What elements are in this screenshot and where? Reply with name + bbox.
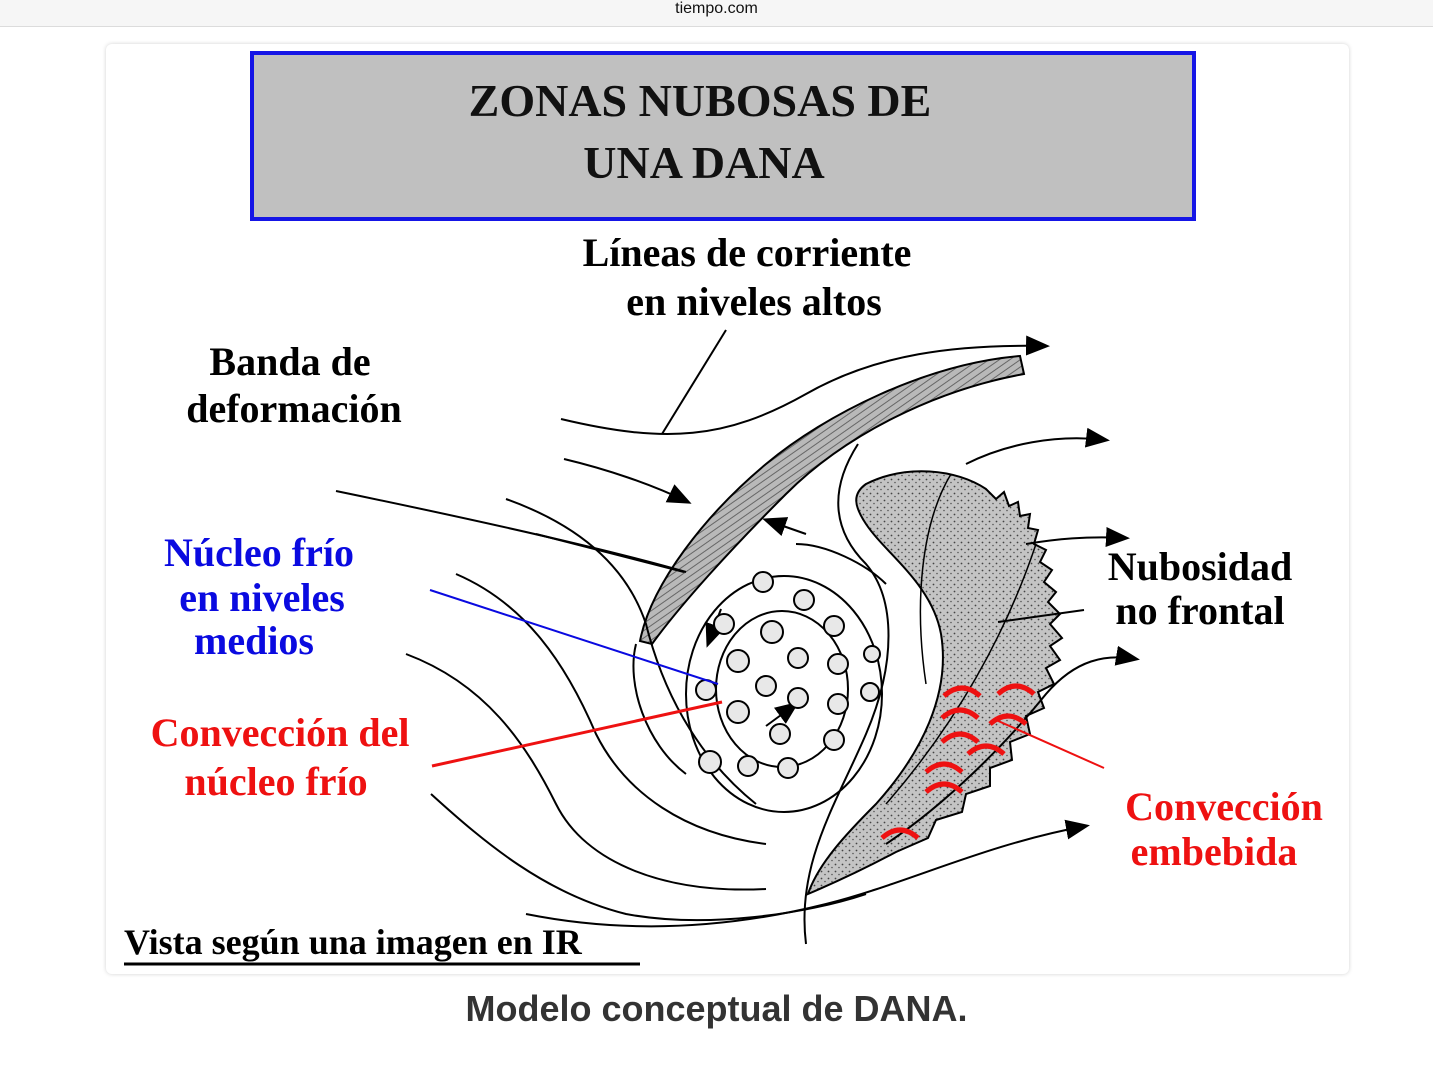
embedded-convection-arcs [880, 683, 1036, 840]
label-nubosidad-2: no frontal [1115, 588, 1284, 633]
convective-cells [695, 571, 881, 779]
label-banda-2: deformación [186, 386, 402, 431]
cloud-shield [806, 470, 1064, 896]
shield-inner-line [919, 473, 952, 685]
deformation-band [638, 354, 1026, 646]
label-nucleo-2: en niveles [179, 575, 345, 620]
image-card: ZONAS NUBOSAS DE UNA DANA Líneas de corr… [106, 44, 1349, 974]
pointer-nucleo [429, 589, 719, 685]
streamline [455, 573, 767, 845]
dana-diagram: ZONAS NUBOSAS DE UNA DANA Líneas de corr… [124, 51, 1323, 966]
figure-caption: Modelo conceptual de DANA. [465, 988, 968, 1029]
streamline [965, 427, 1110, 465]
streamline [430, 793, 867, 922]
label-lineas-2: en niveles altos [626, 279, 882, 324]
pointer-lineas [661, 329, 727, 435]
streamline [405, 653, 767, 891]
label-nucleo-3: medios [194, 618, 314, 663]
label-lineas-1: Líneas de corriente [583, 230, 912, 275]
streamline [560, 335, 1050, 435]
page-domain: tiempo.com [675, 0, 758, 17]
pointer-conv-nucleo [431, 700, 723, 768]
streamline [525, 819, 1090, 928]
core-arrow [795, 543, 887, 585]
label-vista: Vista según una imagen en IR [124, 922, 583, 962]
cold-core-ring [685, 575, 883, 813]
title-box [250, 51, 1196, 221]
label-conv-embebida-2: embebida [1131, 829, 1298, 874]
streamline [885, 645, 1140, 845]
core-arrow [765, 701, 800, 727]
pointer-nubosidad [997, 609, 1085, 623]
label-banda-1: Banda de [209, 339, 370, 384]
title-line-2: UNA DANA [583, 137, 825, 188]
label-conv-embebida-1: Convección [1125, 784, 1323, 829]
label-conv-nucleo-2: núcleo frío [184, 759, 367, 804]
label-nubosidad-1: Nubosidad [1108, 544, 1293, 589]
streamline [1025, 527, 1130, 547]
streamline [632, 643, 687, 775]
title-line-1: ZONAS NUBOSAS DE [469, 75, 932, 126]
label-conv-nucleo-1: Convección del [151, 710, 410, 755]
core-arrow [762, 517, 807, 537]
browser-address-bar: tiempo.com [0, 0, 1433, 27]
streamline [563, 458, 692, 504]
streamline [803, 443, 890, 945]
shield-inner-line [885, 543, 1037, 805]
pointer-conv-embebida [995, 719, 1105, 769]
label-nucleo-1: Núcleo frío [164, 530, 354, 575]
pointer-banda [535, 533, 685, 573]
